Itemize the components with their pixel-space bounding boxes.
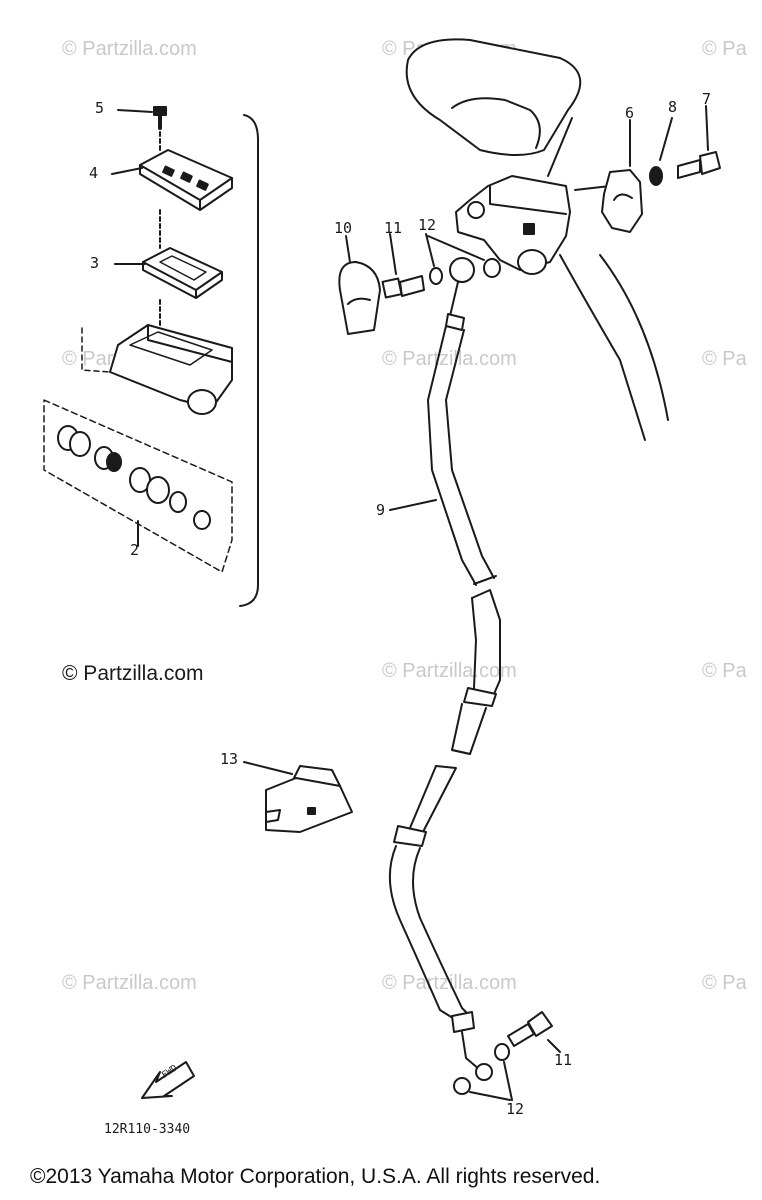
callout-3: 3 bbox=[90, 254, 100, 272]
part-8-washer bbox=[649, 117, 673, 186]
callout-12-top: 12 bbox=[418, 216, 437, 234]
watermark: © Partzilla.com bbox=[62, 38, 197, 60]
part-2-piston-kit bbox=[43, 399, 233, 573]
watermark: © Pa bbox=[702, 348, 747, 370]
watermark: © Pa bbox=[702, 660, 747, 682]
master-cylinder-assembly bbox=[455, 175, 611, 275]
watermark: © Pa bbox=[702, 38, 747, 60]
watermark: © Pa bbox=[702, 972, 747, 994]
part-7-bolt bbox=[677, 105, 721, 179]
callout-12-bottom: 12 bbox=[506, 1100, 525, 1118]
part-11-bolt-top bbox=[381, 233, 425, 299]
part-10-cap bbox=[338, 235, 381, 335]
callout-4: 4 bbox=[89, 164, 99, 182]
callout-8: 8 bbox=[668, 98, 678, 116]
part-13-clamp bbox=[243, 761, 353, 833]
watermark: © Partzilla.com bbox=[62, 972, 197, 994]
watermark: © Partzilla.com bbox=[382, 348, 517, 370]
watermark-primary: © Partzilla.com bbox=[62, 662, 204, 685]
callout-9: 9 bbox=[376, 501, 386, 519]
part-11-bolt-bottom bbox=[507, 1011, 561, 1053]
callout-2: 2 bbox=[130, 541, 140, 559]
callout-6: 6 bbox=[625, 104, 635, 122]
callout-7: 7 bbox=[702, 90, 712, 108]
callout-11-top: 11 bbox=[384, 219, 403, 237]
handlebar-grip bbox=[405, 38, 582, 177]
part-5-screw bbox=[117, 106, 167, 130]
fwd-arrow-icon bbox=[141, 1061, 195, 1099]
handlebar-tube bbox=[559, 254, 669, 441]
diagram-code: 12R110-3340 bbox=[104, 1122, 191, 1137]
part-12-washers-bottom bbox=[453, 1043, 513, 1101]
part-3-diaphragm bbox=[114, 209, 223, 299]
group-bracket bbox=[239, 114, 259, 607]
callout-11-bottom: 11 bbox=[554, 1051, 573, 1069]
callout-10: 10 bbox=[334, 219, 353, 237]
watermark: © Partzilla.com bbox=[382, 660, 517, 682]
part-6-holder bbox=[601, 119, 643, 233]
part-4-reservoir-cap bbox=[111, 127, 233, 211]
master-cylinder-body bbox=[81, 299, 233, 415]
part-9-brake-hose bbox=[388, 257, 501, 1081]
copyright-notice: ©2013 Yamaha Motor Corporation, U.S.A. A… bbox=[30, 1165, 601, 1188]
callout-13: 13 bbox=[220, 750, 239, 768]
part-12-washers-top bbox=[425, 233, 501, 285]
callout-5: 5 bbox=[95, 99, 105, 117]
